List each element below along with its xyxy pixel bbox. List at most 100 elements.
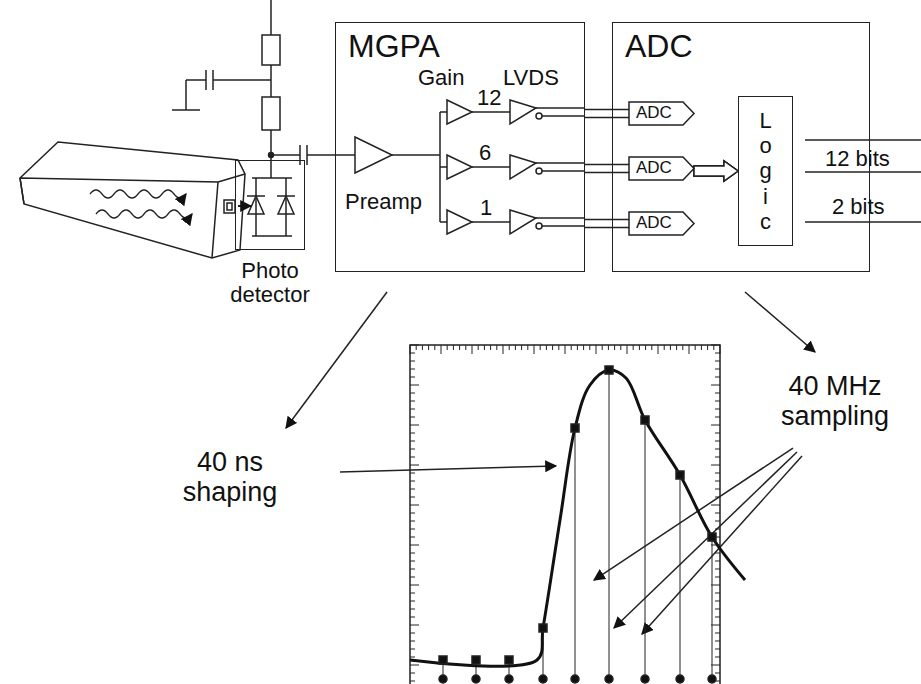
axis-tick: [410, 521, 415, 522]
axis-tick: [410, 473, 415, 474]
axis-tick: [540, 345, 541, 350]
axis-tick: [627, 345, 628, 354]
axis-tick: [620, 345, 621, 350]
data-arrow: [694, 161, 738, 181]
data-arrow: [694, 161, 738, 181]
axis-tick: [410, 529, 415, 530]
photodiode-window: [224, 200, 235, 213]
axis-tick: [689, 345, 690, 354]
axis-tick: [676, 345, 677, 350]
capacitor-symbol: [299, 145, 301, 165]
wire: [271, 154, 300, 156]
pointer-arrow: [614, 452, 797, 628]
axis-tick: [410, 401, 415, 402]
axis-tick: [410, 425, 419, 426]
lvds-pair: [585, 164, 629, 166]
sample-line: [712, 541, 713, 679]
axis-tick: [715, 401, 720, 402]
capacitor-symbol: [212, 70, 214, 90]
axis-tick: [715, 601, 720, 602]
axis-tick: [711, 425, 720, 426]
pulse-curve: [410, 370, 745, 666]
annotation: 40 MHz sampling: [760, 372, 910, 431]
preamp-triangle: [355, 137, 392, 173]
gain-value: 12: [477, 86, 501, 110]
lvds-driver: [510, 155, 536, 179]
wire: [185, 80, 187, 110]
axis-tick: [410, 465, 419, 466]
axis-tick: [715, 553, 720, 554]
axis-tick: [410, 561, 415, 562]
axis-tick: [583, 345, 584, 350]
signal-label: LVDS: [503, 66, 559, 90]
axis-tick: [602, 345, 603, 350]
axis-tick: [459, 345, 460, 350]
ground-symbol: [172, 109, 200, 111]
wire: [392, 154, 440, 156]
axis-tick: [447, 345, 448, 350]
wire: [440, 166, 447, 168]
axis-tick: [715, 657, 720, 658]
axis-tick: [715, 521, 720, 522]
lvds-bubble: [536, 113, 542, 119]
axis-tick: [715, 569, 720, 570]
axis-tick: [664, 345, 665, 350]
diode-symbol: [277, 195, 295, 197]
axis-tick: [410, 441, 415, 442]
block-label: Logic: [759, 108, 771, 234]
axis-tick: [715, 353, 720, 354]
axis-tick: [711, 465, 720, 466]
lvds-driver: [510, 210, 536, 234]
axis-tick: [441, 345, 442, 354]
data-arrow: [694, 161, 738, 181]
axis-tick: [478, 345, 479, 350]
axis-tick: [715, 409, 720, 410]
axis-tick: [410, 673, 415, 674]
plot-frame: [410, 345, 720, 684]
output-bus: [805, 221, 921, 223]
lvds-pair: [536, 107, 585, 109]
signal-label: 2 bits: [832, 195, 885, 219]
signal-label: 12 bits: [825, 147, 890, 171]
light-wave: [90, 190, 186, 198]
gain-value: 6: [479, 141, 491, 165]
axis-tick: [711, 385, 720, 386]
axis-tick: [410, 617, 415, 618]
axis-tick: [534, 345, 535, 354]
axis-tick: [711, 345, 720, 346]
sample-point: [539, 624, 547, 632]
axis-tick: [682, 345, 683, 350]
axis-tick: [639, 345, 640, 350]
lvds-pair: [585, 227, 629, 229]
pointer-arrow: [594, 448, 793, 580]
sample-dot: [676, 675, 684, 683]
sample-line: [680, 479, 681, 679]
axis-tick: [596, 345, 597, 354]
resistor-symbol: [262, 97, 280, 130]
sample-dot: [472, 675, 480, 683]
axis-tick: [503, 345, 504, 354]
axis-tick: [410, 369, 415, 370]
axis-tick: [715, 393, 720, 394]
axis-tick: [711, 505, 720, 506]
signal-label: Preamp: [345, 190, 422, 214]
axis-tick: [715, 617, 720, 618]
axis-tick: [465, 345, 466, 350]
axis-tick: [410, 641, 415, 642]
axis-tick: [410, 361, 415, 362]
gain-amplifier: [447, 100, 472, 124]
axis-tick: [490, 345, 491, 350]
axis-tick: [701, 345, 702, 350]
axis-tick: [410, 553, 415, 554]
wire: [213, 79, 271, 81]
axis-tick: [496, 345, 497, 350]
axis-tick: [715, 377, 720, 378]
crystal-edge: [20, 174, 245, 258]
axis-tick: [715, 473, 720, 474]
axis-tick: [695, 345, 696, 350]
axis-tick: [715, 481, 720, 482]
axis-tick: [509, 345, 510, 350]
block-label: ADC: [629, 159, 672, 178]
axis-tick: [715, 673, 720, 674]
